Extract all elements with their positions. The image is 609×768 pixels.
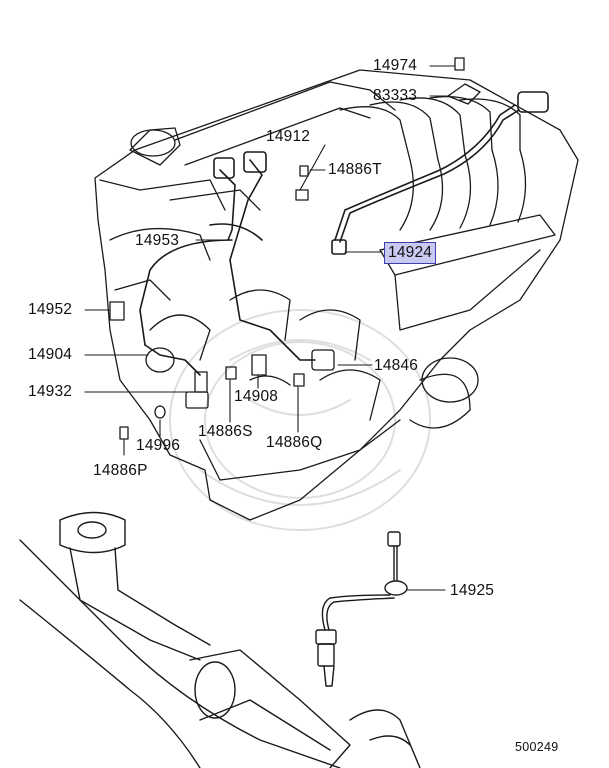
- callout-14974: 14974: [373, 57, 418, 74]
- callout-83333: 83333: [373, 87, 418, 104]
- callout-14886P: 14886P: [93, 462, 148, 479]
- callout-14904: 14904: [28, 346, 73, 363]
- exhaust-pipe: [19, 511, 421, 768]
- callout-14886S: 14886S: [198, 423, 253, 440]
- callout-14912: 14912: [266, 128, 311, 145]
- callout-14924[interactable]: 14924: [384, 242, 437, 264]
- callout-14846: 14846: [374, 357, 419, 374]
- callout-14996: 14996: [136, 437, 181, 454]
- engine-block: [94, 69, 579, 521]
- callout-14908: 14908: [234, 388, 279, 405]
- right-harness: [331, 91, 549, 255]
- callout-14952: 14952: [28, 301, 73, 318]
- callout-14932: 14932: [28, 383, 73, 400]
- callout-14925: 14925: [450, 582, 495, 599]
- callout-14886Q: 14886Q: [266, 434, 323, 451]
- callout-14886T: 14886T: [328, 161, 382, 178]
- hardware-parts: [109, 57, 481, 440]
- callout-14953: 14953: [135, 232, 180, 249]
- left-harness: [139, 151, 316, 376]
- watermark-emblem: [169, 309, 431, 531]
- lower-o2-sensor: [315, 531, 408, 687]
- figure-number: 500249: [515, 740, 559, 754]
- leader-lines: [84, 65, 456, 591]
